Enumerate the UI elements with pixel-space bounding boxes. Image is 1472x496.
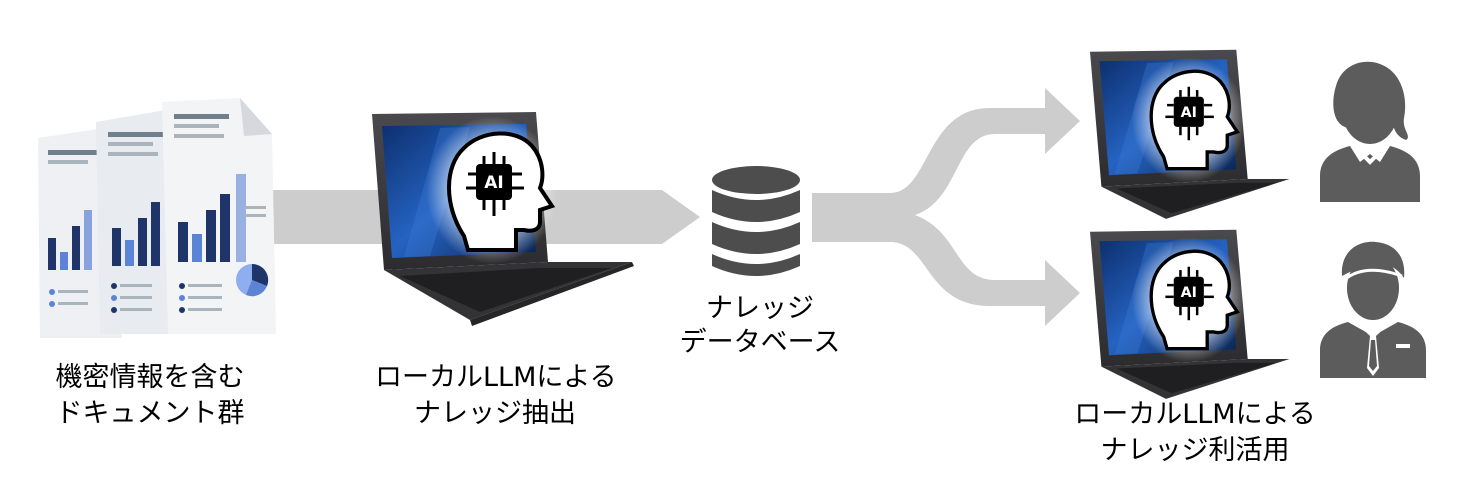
document-page — [162, 98, 276, 334]
extraction-caption-line-1: ローカルLLMによる — [375, 362, 617, 393]
document-stack-icon — [38, 98, 276, 338]
utilization-laptop-bottom: AI — [1090, 229, 1290, 399]
laptop-ai-icon: AI — [1090, 49, 1290, 219]
ai-head-icon: AI — [1149, 249, 1240, 351]
ai-badge: AI — [1181, 285, 1197, 301]
pie-chart-icon — [236, 263, 269, 297]
database-caption: ナレッジ データベース — [650, 292, 870, 360]
extraction-caption-line-2: ナレッジ抽出 — [414, 398, 576, 429]
ai-badge: AI — [484, 173, 503, 193]
ai-head-icon: AI — [1149, 69, 1240, 171]
male-user-icon — [1320, 241, 1426, 378]
documents-caption-line-2: ドキュメント群 — [55, 398, 245, 429]
arrow-laptop-to-db — [535, 190, 700, 244]
extraction-laptop: AI — [372, 112, 634, 326]
ai-head-icon: AI — [447, 131, 556, 252]
documents-caption-line-1: 機密情報を含む — [55, 362, 245, 393]
laptop-ai-icon: AI — [1090, 229, 1290, 399]
flow-arrows — [270, 88, 1080, 326]
arrow-docs-to-laptop — [270, 190, 400, 244]
utilization-laptop-top: AI — [1090, 49, 1290, 219]
utilization-caption-line-1: ローカルLLMによる — [1074, 399, 1316, 430]
document-page — [96, 108, 182, 334]
extraction-caption: ローカルLLMによる ナレッジ抽出 — [375, 360, 617, 432]
utilization-caption-line-2: ナレッジ利活用 — [1100, 435, 1290, 466]
database-caption-line-2: データベース — [679, 327, 841, 358]
ai-badge: AI — [1181, 105, 1197, 121]
database-caption-line-1: ナレッジ — [706, 293, 814, 324]
laptop-ai-icon: AI — [372, 112, 634, 326]
arrow-db-to-laptops — [812, 88, 1080, 326]
utilization-caption: ローカルLLMによる ナレッジ利活用 — [1065, 397, 1325, 469]
female-user-icon — [1320, 61, 1420, 202]
database-icon — [712, 166, 800, 276]
documents-caption: 機密情報を含む ドキュメント群 — [20, 360, 280, 432]
